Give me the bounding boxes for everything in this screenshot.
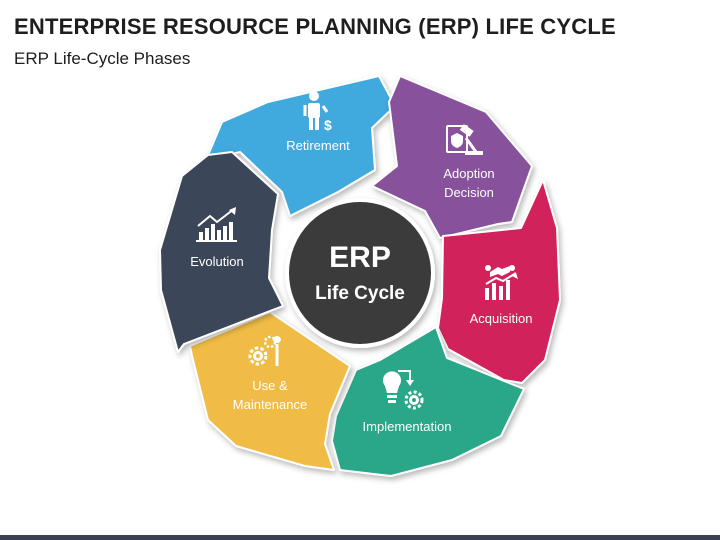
center-subtitle: Life Cycle: [315, 283, 405, 304]
bulb-gear-icon: [383, 370, 424, 410]
phase-label-decision: Decision: [444, 185, 494, 200]
growth-chart-icon: [196, 207, 237, 242]
phase-segment-acquisition[interactable]: [437, 179, 561, 384]
phase-label-adoption: Adoption: [443, 166, 494, 181]
person-dollar-icon: $: [303, 91, 332, 133]
phase-segment-evolution[interactable]: [159, 151, 284, 353]
svg-text:$: $: [324, 117, 332, 133]
center-title: ERP: [329, 241, 391, 274]
segment-shape-acquisition: [437, 179, 561, 384]
center-circle: [285, 198, 435, 348]
phase-label-retirement: Retirement: [286, 138, 350, 153]
segment-shape-evolution: [159, 151, 284, 353]
segment-shape-implementation: [331, 326, 525, 477]
phase-segment-adoption-decision[interactable]: [371, 75, 533, 239]
segment-shape-use-maintenance: [189, 311, 351, 471]
page-subtitle: ERP Life-Cycle Phases: [14, 49, 191, 68]
segment-shape-adoption: [371, 75, 533, 239]
gears-wrench-icon: [248, 335, 281, 366]
phase-segment-implementation[interactable]: [331, 326, 525, 477]
phase-label-maintenance: Maintenance: [233, 397, 307, 412]
bottom-bar: [0, 535, 720, 540]
handshake-chart-icon: [485, 265, 518, 300]
phase-label-evolution: Evolution: [190, 254, 243, 269]
phase-label-implementation: Implementation: [363, 419, 452, 434]
phase-label-acquisition: Acquisition: [470, 311, 533, 326]
phase-segment-use-maintenance[interactable]: [189, 311, 351, 471]
page-title: ENTERPRISE RESOURCE PLANNING (ERP) LIFE …: [14, 14, 616, 39]
phase-label-use: Use &: [252, 378, 288, 393]
gavel-shield-icon: [446, 124, 483, 155]
